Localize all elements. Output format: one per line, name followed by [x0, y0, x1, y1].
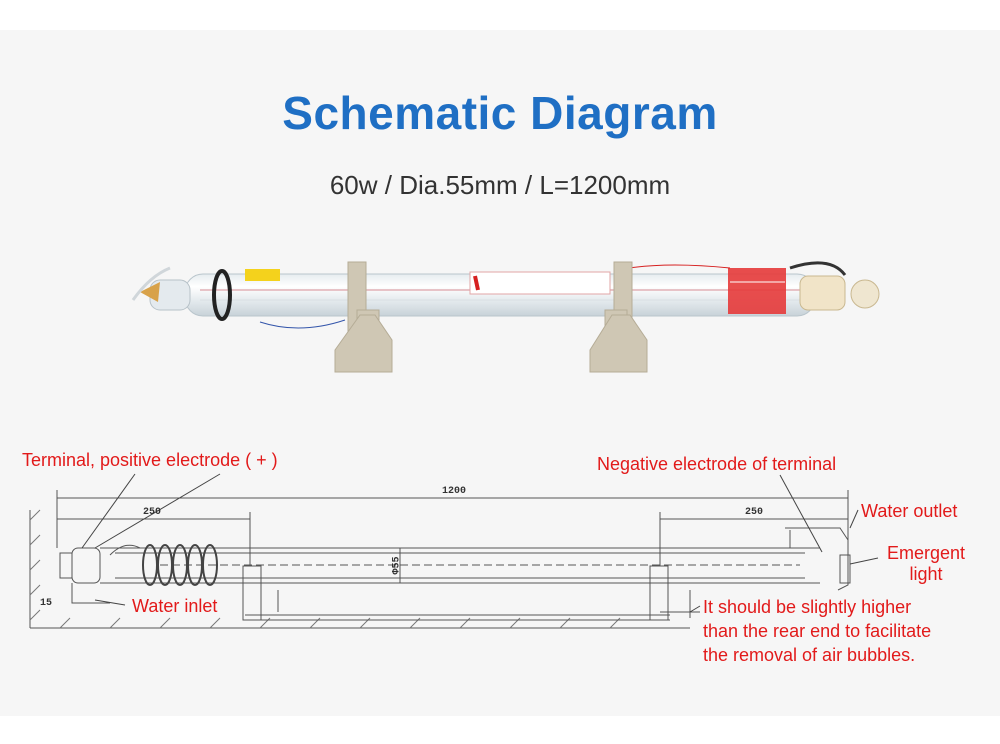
annotation-slope-line-3: the removal of air bubbles.: [703, 645, 916, 665]
red-band: [728, 268, 786, 314]
support-bracket-left: [334, 261, 393, 373]
dimension-total-length: 1200: [442, 486, 467, 497]
black-ring: [212, 269, 232, 321]
annotation-slope-line-2: than the rear end to facilitate: [703, 621, 932, 641]
annotation-water-inlet: Water inlet: [132, 596, 218, 616]
annotation-negative-electrode: Negative electrode of terminal: [597, 454, 837, 474]
annotation-emergent-line-2: light: [909, 564, 943, 584]
annotation-slope-line-1: It should be slightly higher: [703, 597, 912, 617]
annotation-emergent-light: Emergent light: [876, 543, 976, 585]
brass-fitting: [140, 282, 160, 302]
annotation-positive-electrode: Terminal, positive electrode ( + ): [22, 450, 278, 470]
dimension-offset: 15: [40, 598, 53, 609]
dimension-left-segment: 250: [143, 507, 162, 518]
page-title: Schematic Diagram: [282, 87, 718, 139]
technical-drawing: [29, 490, 851, 629]
dimension-right-segment: 250: [745, 507, 764, 518]
annotation-emergent-line-1: Emergent: [886, 543, 966, 563]
dimension-diameter: Φ55: [391, 556, 403, 575]
annotation-water-outlet: Water outlet: [861, 501, 958, 521]
page-subtitle: 60w / Dia.55mm / L=1200mm: [329, 170, 671, 200]
annotation-slope-note: It should be slightly higher than the re…: [703, 595, 993, 667]
background-panel: [0, 30, 1000, 716]
support-bracket-right: [589, 261, 648, 373]
warning-label: [245, 269, 280, 281]
